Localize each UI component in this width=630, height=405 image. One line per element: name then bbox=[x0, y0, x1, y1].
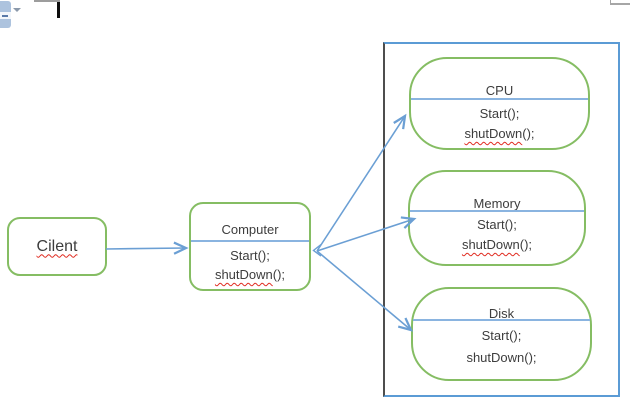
node-cpu-method2: shutDown(); bbox=[464, 126, 535, 141]
connector-client-computer[interactable] bbox=[105, 241, 189, 255]
node-computer-method1: Start(); bbox=[230, 248, 270, 263]
chevron-down-icon[interactable] bbox=[13, 8, 21, 12]
node-client-label: Cilent bbox=[36, 237, 78, 255]
node-cpu-title: CPU bbox=[485, 83, 514, 98]
node-memory-method2: shutDown(); bbox=[461, 237, 533, 252]
node-disk-method2: shutDown(); bbox=[466, 350, 537, 365]
node-cpu-divider bbox=[411, 98, 588, 100]
node-memory[interactable]: Memory Start(); shutDown(); bbox=[408, 170, 586, 266]
node-memory-divider bbox=[410, 210, 584, 212]
node-disk-divider bbox=[413, 319, 590, 321]
text-cursor bbox=[57, 2, 60, 18]
ruler-fragment bbox=[34, 0, 60, 2]
node-computer-divider bbox=[191, 240, 309, 242]
node-cpu[interactable]: CPU Start(); shutDown(); bbox=[409, 57, 590, 150]
node-computer-method2: shutDown(); bbox=[214, 267, 286, 282]
node-disk-method1: Start(); bbox=[481, 328, 522, 343]
node-memory-title: Memory bbox=[473, 196, 521, 211]
paste-clipboard-icon[interactable] bbox=[0, 1, 11, 28]
node-computer[interactable]: Computer Start(); shutDown(); bbox=[189, 202, 311, 291]
ruler-corner-fragment bbox=[610, 0, 630, 5]
node-memory-method1: Start(); bbox=[477, 217, 517, 232]
arrowhead-into-computer bbox=[312, 243, 322, 257]
node-cpu-method1: Start(); bbox=[479, 106, 520, 121]
node-disk-title: Disk bbox=[488, 306, 515, 321]
node-disk[interactable]: Disk Start(); shutDown(); bbox=[411, 287, 592, 381]
node-client[interactable]: Cilent bbox=[7, 217, 107, 276]
node-computer-title: Computer bbox=[221, 222, 279, 237]
